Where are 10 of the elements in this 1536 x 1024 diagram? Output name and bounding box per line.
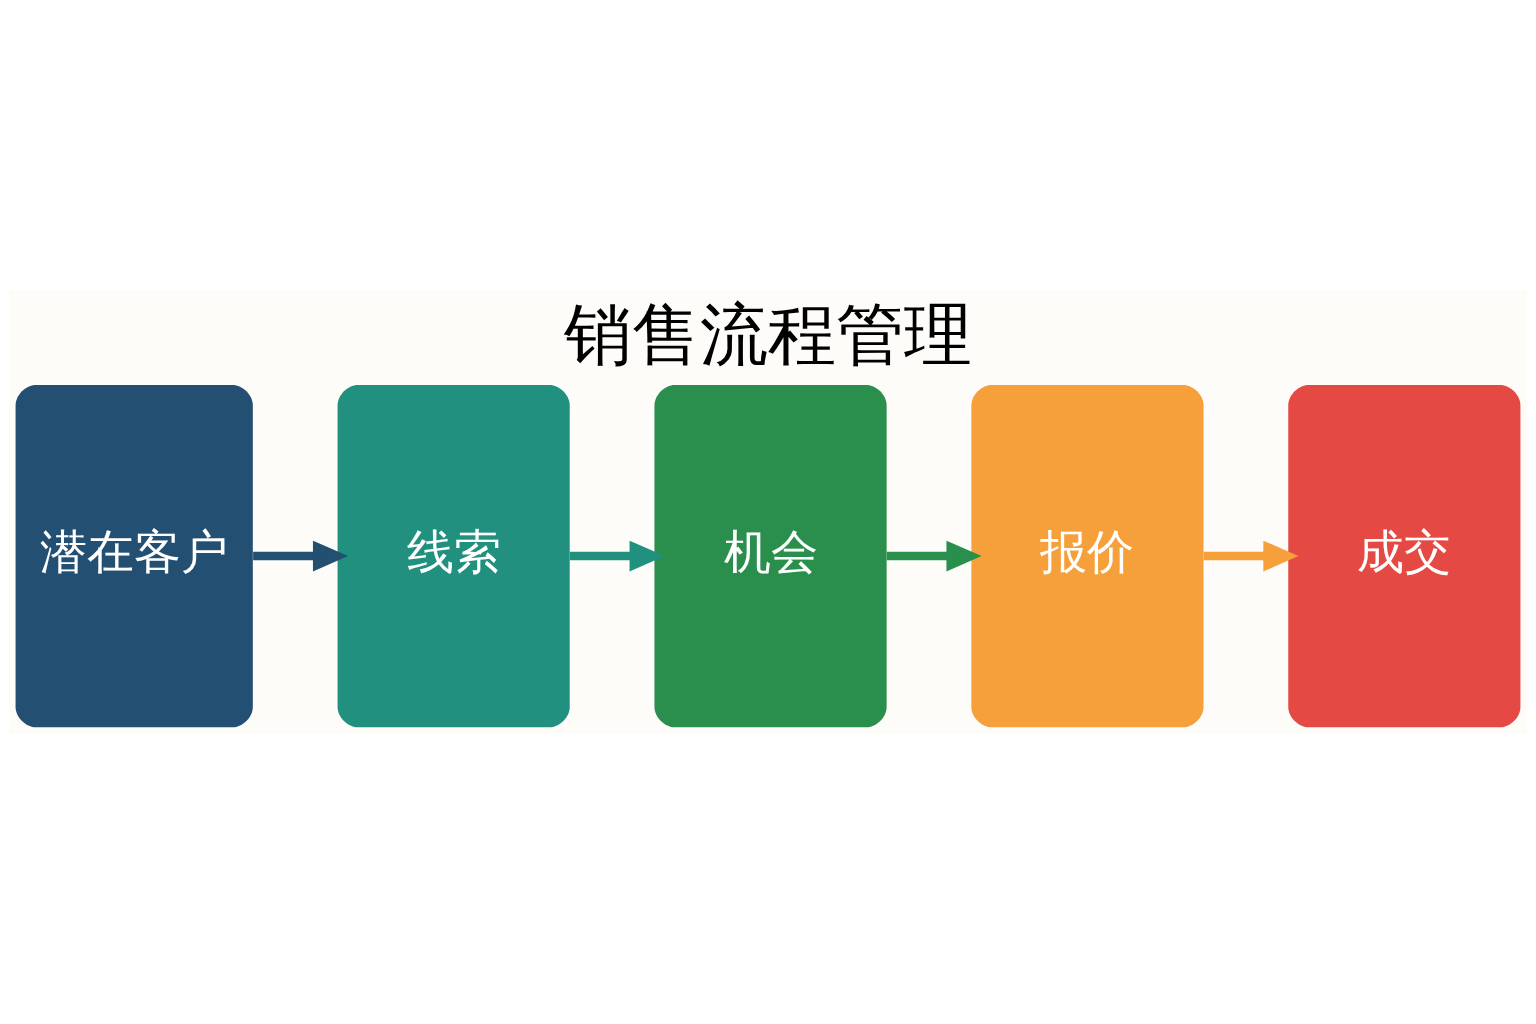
node-box: 潜在客户	[15, 384, 253, 728]
node-box: 报价	[971, 384, 1204, 728]
node-box: 机会	[654, 384, 887, 728]
arrow	[886, 540, 982, 572]
node-box: 成交	[1288, 384, 1521, 728]
arrow	[569, 540, 665, 572]
diagram-title: 销售流程管理	[564, 294, 972, 374]
arrow	[253, 540, 349, 572]
arrow	[1203, 540, 1299, 572]
node-box: 线索	[337, 384, 570, 728]
